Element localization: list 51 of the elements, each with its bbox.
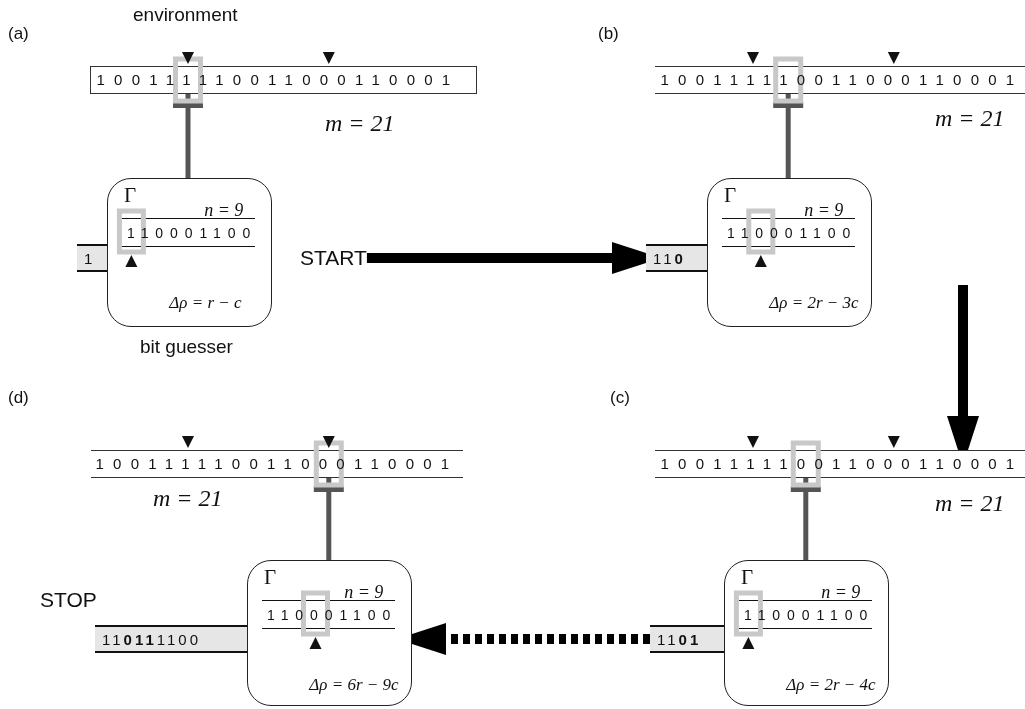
parameter-label: m = 21 xyxy=(935,105,1005,132)
bit-string: 110001100 xyxy=(127,225,258,241)
panel-label: (c) xyxy=(610,388,630,408)
caption-label: environment xyxy=(133,4,238,26)
gamma-symbol: Γ xyxy=(724,183,737,207)
connector-line xyxy=(173,94,203,178)
parameter-label: n = 9 xyxy=(804,200,844,220)
output-tape xyxy=(650,625,724,653)
bit-string: 1 xyxy=(84,250,96,267)
stop-label: STOP xyxy=(40,588,97,612)
connector-line xyxy=(790,478,821,560)
bit-string: 110001100 xyxy=(744,607,875,623)
output-tape xyxy=(77,244,107,272)
panel-label: (d) xyxy=(8,388,29,408)
parameter-label: n = 9 xyxy=(204,200,244,220)
tape xyxy=(90,66,477,94)
tape xyxy=(91,450,463,478)
bit-string: 110 xyxy=(653,250,686,267)
connector-line xyxy=(773,94,804,178)
bit-string: 110001100 xyxy=(267,607,398,623)
output-tape xyxy=(95,625,247,653)
tape xyxy=(655,450,1025,478)
gamma-symbol: Γ xyxy=(124,183,137,207)
parameter-label: m = 21 xyxy=(325,110,395,137)
bit-guesser-box xyxy=(247,560,412,706)
formula-label: Δρ = 6r − 9c xyxy=(309,675,399,694)
connector-line xyxy=(313,478,344,560)
bit-string: 100111110011000110001 xyxy=(96,71,460,88)
bit-string: 1101 xyxy=(657,631,702,648)
bit-guesser-box xyxy=(707,178,872,327)
bit-string: 100111110011000110001 xyxy=(95,455,459,472)
output-tape xyxy=(646,244,707,272)
bit-guesser-box xyxy=(724,560,889,706)
parameter-label: m = 21 xyxy=(153,485,223,512)
gamma-symbol: Γ xyxy=(741,565,754,589)
bit-string: 110001100 xyxy=(727,225,858,241)
formula-label: Δρ = 2r − 3c xyxy=(769,293,859,312)
gamma-symbol: Γ xyxy=(264,565,277,589)
parameter-label: n = 9 xyxy=(344,582,384,602)
formula-label: Δρ = 2r − 4c xyxy=(786,675,876,694)
panel-label: (b) xyxy=(598,24,619,44)
start-label: START xyxy=(300,246,367,270)
bit-string: 100111110011000110001 xyxy=(660,455,1024,472)
caption-label: bit guesser xyxy=(140,336,233,358)
tape xyxy=(655,66,1025,94)
bit-guesser-box xyxy=(107,178,272,327)
bit-string: 100111110011000110001 xyxy=(660,71,1024,88)
parameter-label: n = 9 xyxy=(821,582,861,602)
parameter-label: m = 21 xyxy=(935,490,1005,517)
formula-label: Δρ = r − c xyxy=(169,293,242,312)
panel-label: (a) xyxy=(8,24,29,44)
